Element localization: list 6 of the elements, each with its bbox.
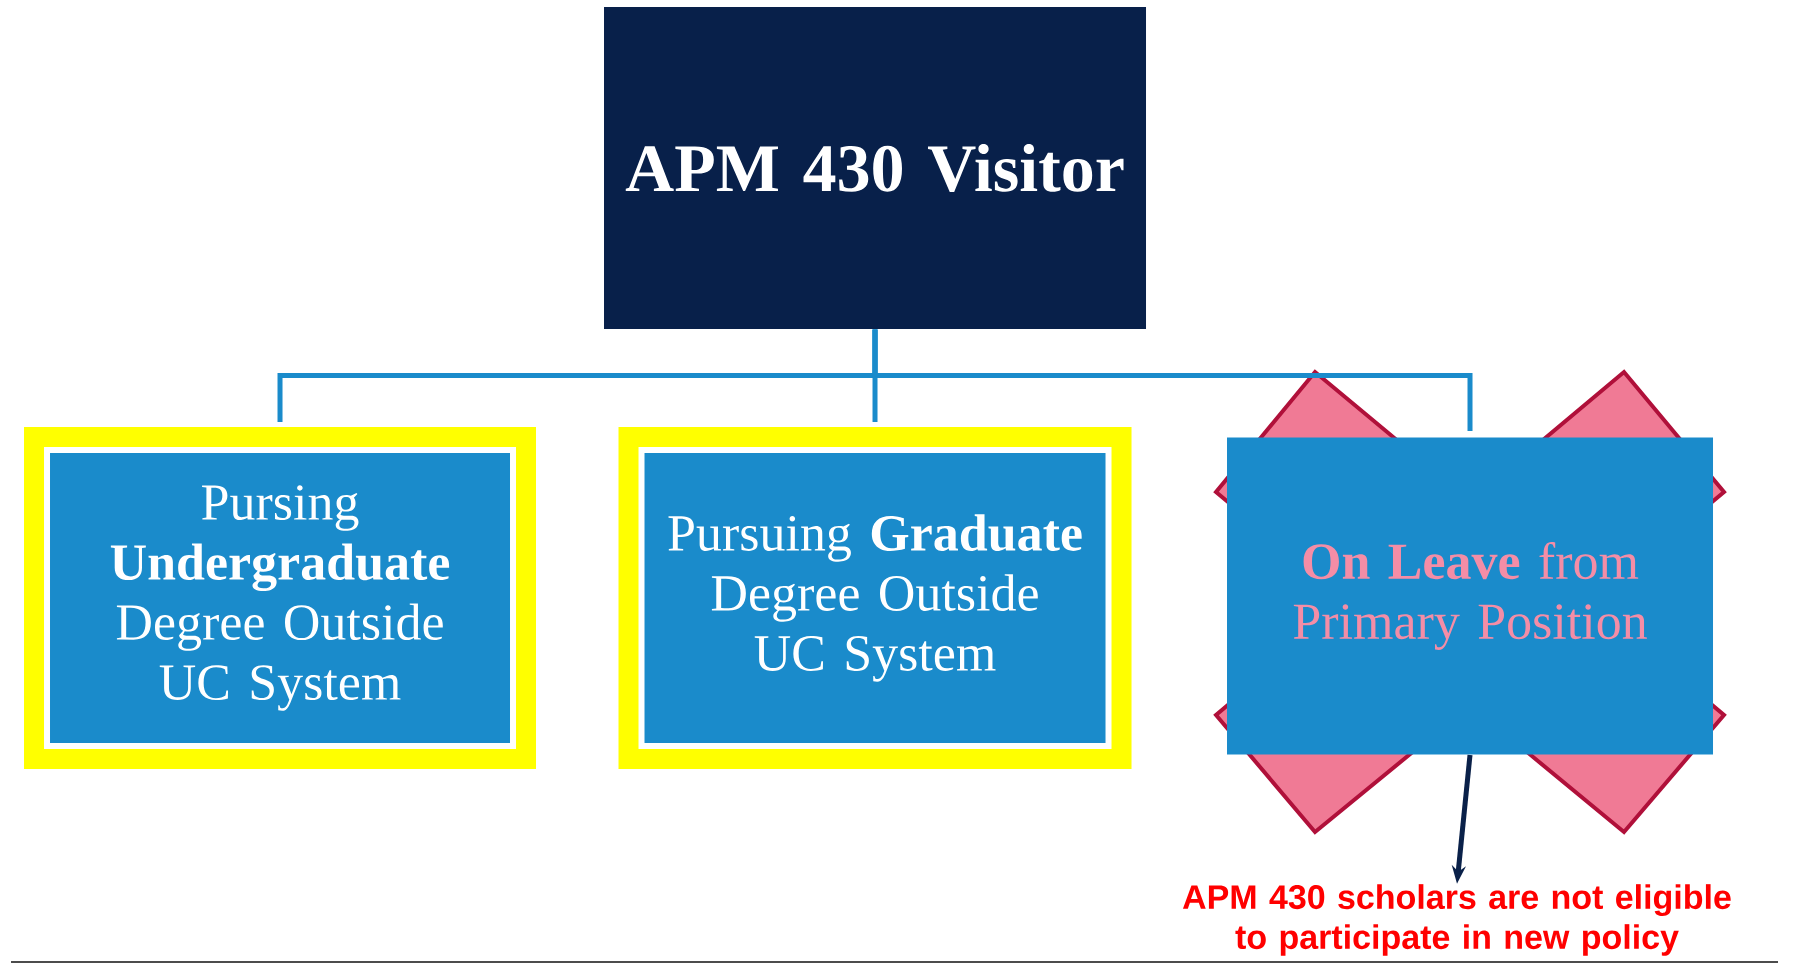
title-box: APM 430 Visitor [604, 7, 1146, 329]
crossed-out-box: On Leave from Primary Position [1227, 437, 1713, 755]
note-text: APM 430 scholars are not eligible to participate in new policy [1182, 884, 1731, 956]
connector [872, 329, 1473, 432]
category-box: Pursuing Graduate Degree Outside UC System [612, 421, 1138, 775]
category-box: Pursing Undergraduate Degree Outside UC System [18, 421, 542, 775]
